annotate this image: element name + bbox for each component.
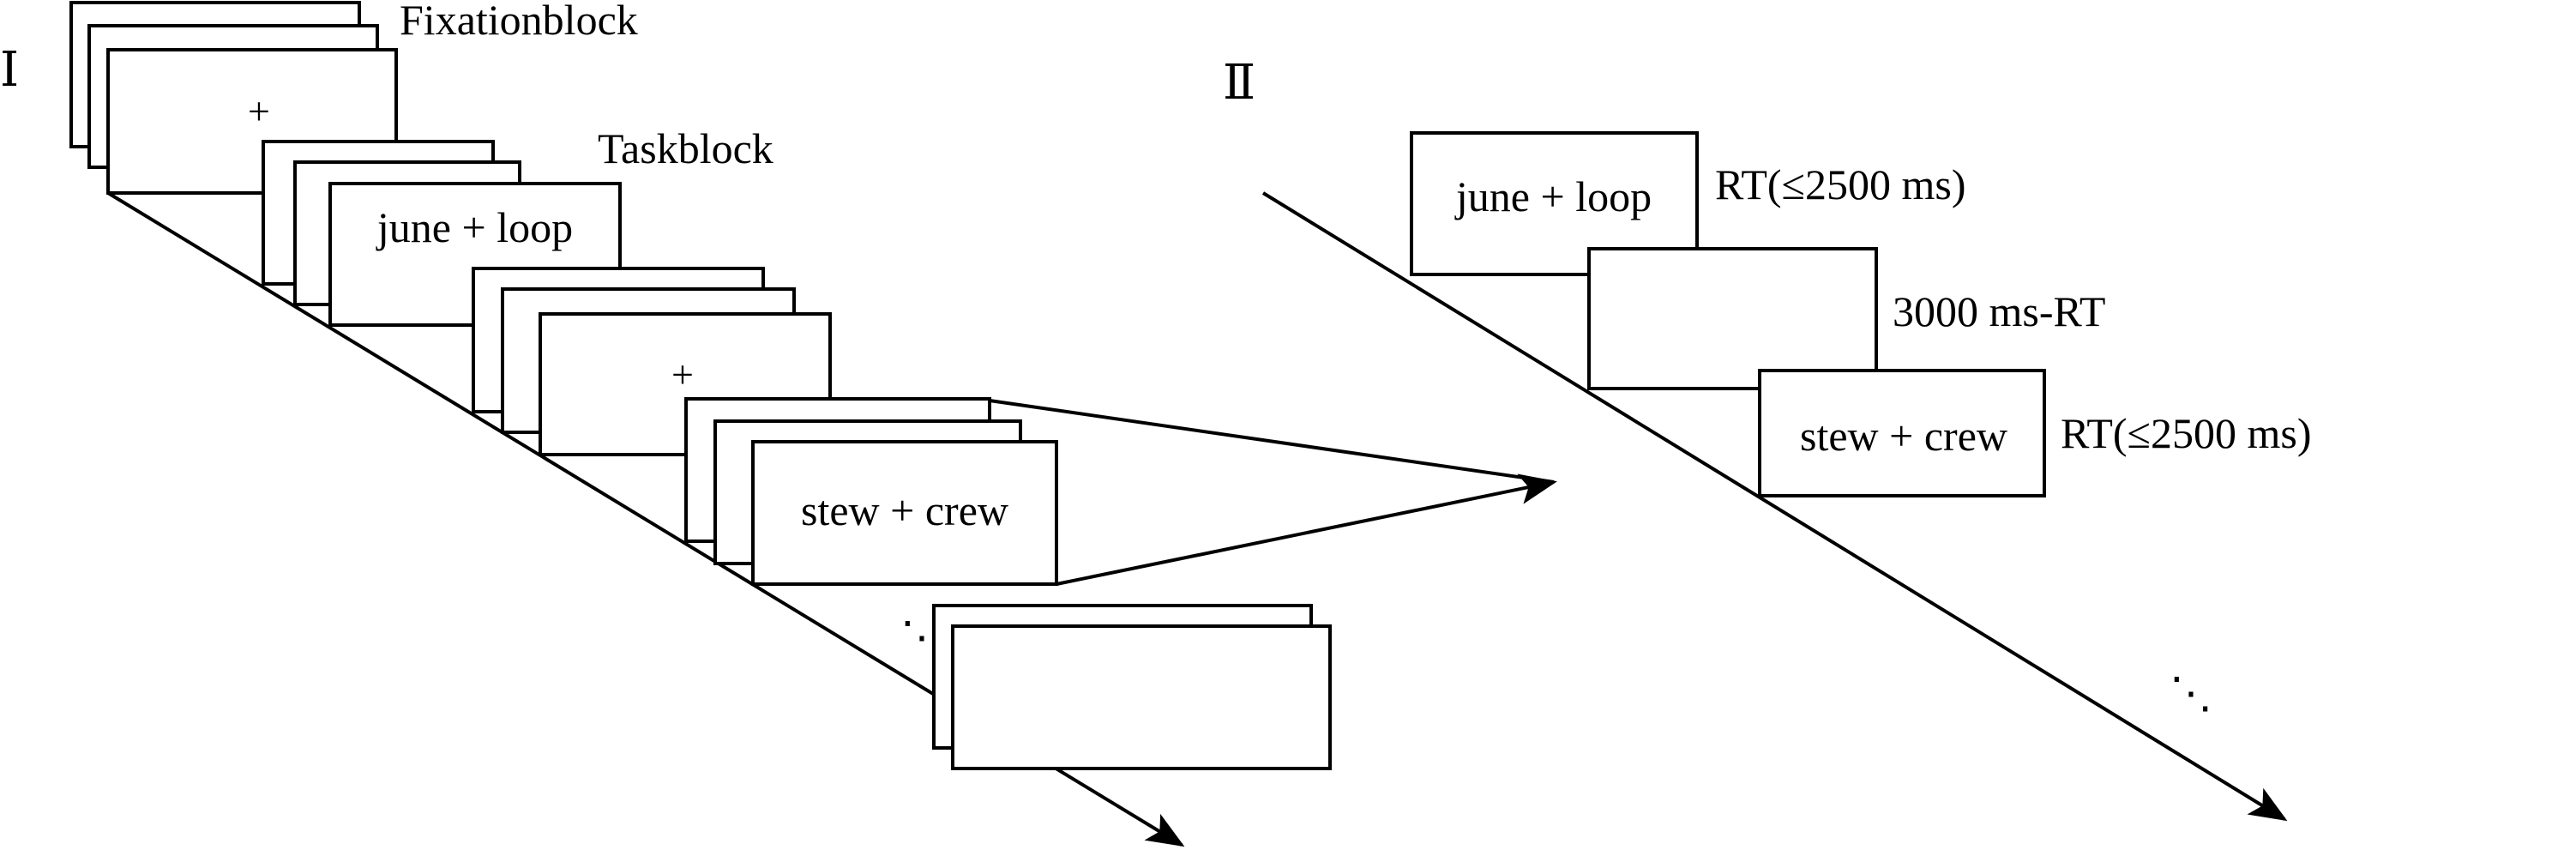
trial-3: stew + crew RT(≤2500 ms) [1758,369,2311,497]
zoom-arrow-top [989,399,1555,484]
duration-label: RT(≤2500 ms) [1715,160,1965,208]
trial-2: 3000 ms-RT [1587,247,2105,390]
stimulus-text: june + loop [1454,172,1652,220]
ellipsis-II: ⋱ [2170,669,2212,717]
duration-label: RT(≤2500 ms) [2061,409,2311,457]
task-block-2: stew + crew [684,397,1058,586]
stimulus-text: stew + crew [801,486,1008,534]
panel-I-label: Ⅰ [0,44,19,97]
frame-front [751,440,1058,586]
panel-II-label: Ⅱ [1223,57,1255,110]
stimulus-text: stew + crew [1800,412,2007,460]
timeline-axis-II [1261,191,2288,822]
task-block-label: Taskblock [598,124,773,172]
fixation-block-3 [932,604,1332,770]
fixation-cross: + [248,89,270,133]
fixation-cross: + [671,353,694,396]
frame-mid [951,624,1332,770]
duration-label: 3000 ms-RT [1893,287,2105,335]
zoom-arrow-bottom [1056,473,1557,586]
stimulus-frame [1758,369,2046,497]
fixation-block-label: Fixationblock [400,0,638,44]
task-block-1: june + loop [262,140,622,327]
stimulus-text: june + loop [376,203,573,251]
blank-frame [1587,247,1878,390]
